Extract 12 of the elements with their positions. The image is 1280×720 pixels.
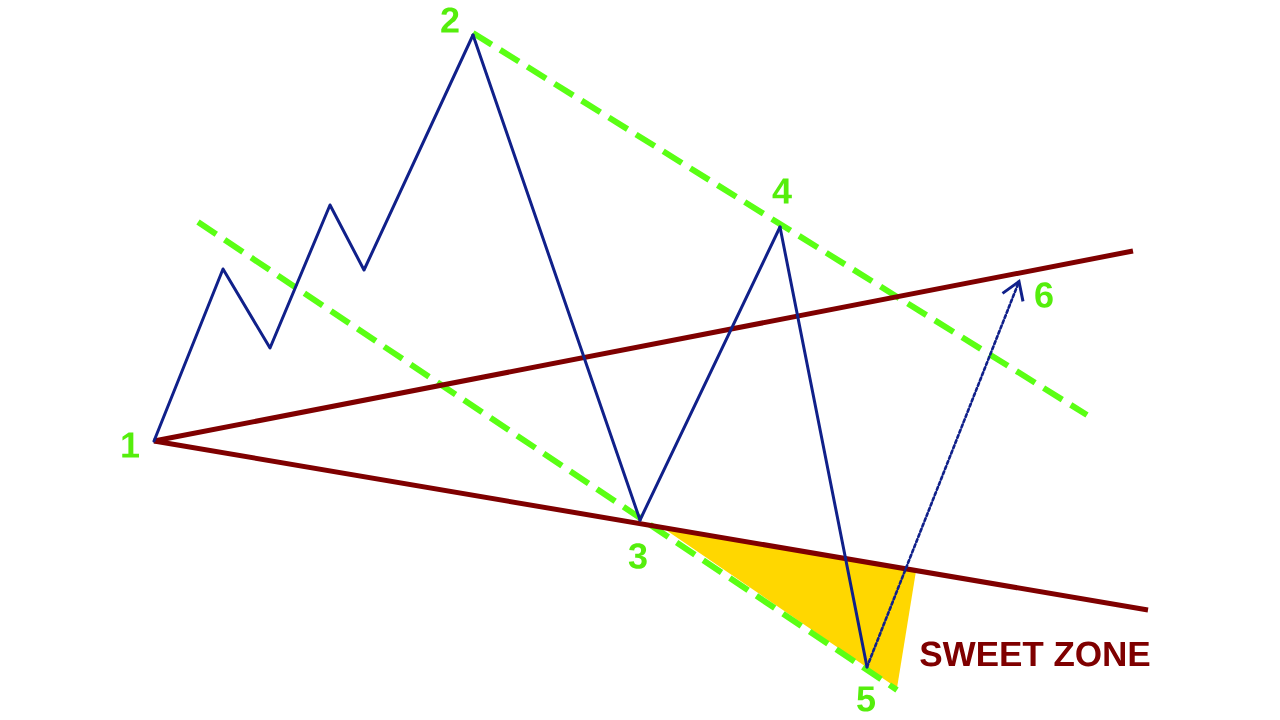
price-line: [638, 225, 782, 522]
point-number: 4: [772, 178, 792, 204]
point-number: 1: [122, 432, 139, 458]
point-number: 3: [628, 543, 647, 569]
point-number: 6: [1035, 282, 1053, 308]
point-number: 5: [857, 686, 875, 712]
zone-label: SWEET ZONE: [920, 641, 1150, 667]
price-line: [152, 33, 475, 443]
price-line: [471, 33, 642, 522]
point-number: 2: [441, 7, 459, 33]
price-line: [778, 225, 869, 669]
dotted-arrow: [865, 279, 1025, 669]
